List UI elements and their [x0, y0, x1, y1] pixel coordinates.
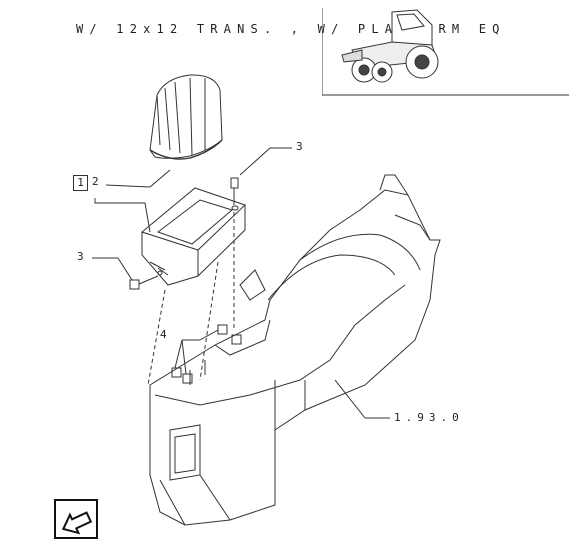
leader-lines	[92, 147, 390, 419]
seat-cover-part	[149, 74, 223, 160]
fender-body	[149, 174, 441, 526]
callout-part-2: 2	[92, 175, 104, 188]
callout-part-3-left: 3	[77, 250, 89, 263]
callout-reference: 1.93.0	[394, 411, 464, 424]
tractor-icon	[341, 9, 439, 83]
reference-box-label: 1	[73, 175, 88, 191]
callout-part-3-top: 3	[296, 140, 308, 153]
tractor-inset	[322, 8, 569, 96]
back-button[interactable]	[54, 499, 98, 539]
arrow-back-icon	[61, 511, 93, 535]
assembly-guides	[147, 212, 235, 386]
clip-parts	[171, 324, 242, 384]
screw-left-part	[129, 275, 159, 290]
screw-top-part	[230, 177, 239, 211]
console-panel-part	[140, 187, 246, 286]
callout-part-4: 4	[160, 328, 172, 341]
diagram-title: W/ 12x12 TRANS. , W/ PLATFORM EQ	[76, 22, 506, 36]
